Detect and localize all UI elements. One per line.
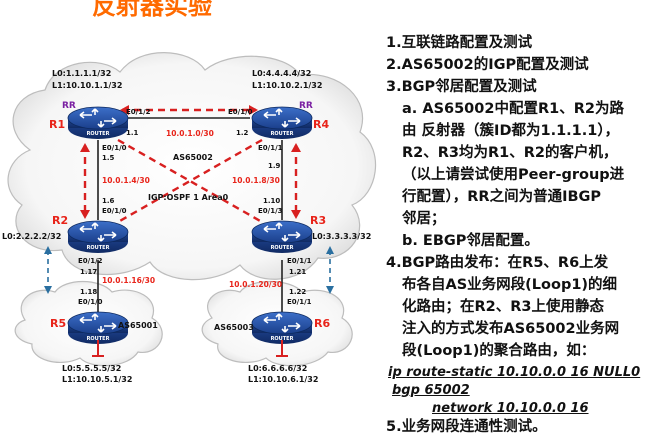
step-4-line1: 4.BGP路由发布：在R5、R6上发	[386, 255, 609, 271]
r4-e010-ip: 1.2	[236, 129, 249, 137]
r3-e013-if: E0/1/3	[258, 207, 283, 215]
r5-e010-ip: 1.18	[80, 288, 97, 296]
step-4-line3: 化路由；在R2、R3上使用静态	[402, 299, 605, 315]
ibgp-sessions	[83, 108, 298, 224]
ebgp-arrows	[44, 246, 334, 294]
r1-e010-if: E0/1/0	[102, 144, 127, 152]
r2-e012-ip: 1.17	[80, 268, 97, 276]
r6-loopback1: L1:10.10.6.1/32	[248, 375, 318, 384]
r3-e011-ip: 1.21	[289, 268, 306, 276]
r1-name: R1	[49, 118, 65, 131]
code-line-bgp: bgp 65002	[392, 383, 470, 398]
step-4-line4: 注入的方式发布AS65002业务网	[402, 321, 620, 337]
net-r1-r2: 10.0.1.4/30	[102, 176, 150, 185]
r2-name: R2	[52, 214, 68, 227]
stub-lines	[92, 340, 288, 357]
r2-loopback0: L0:2.2.2.2/32	[2, 232, 61, 241]
net-r3-r6: 10.0.1.20/30	[229, 280, 282, 289]
net-r4-r3: 10.0.1.8/30	[232, 176, 280, 185]
igp-label: IGP:OSPF 1 Area0	[148, 193, 229, 202]
step-3a-line4: （以上请尝试使用Peer-group进	[402, 167, 625, 183]
r6-device-label: ROUTER	[271, 336, 294, 342]
r1-loopback0: L0:1.1.1.1/32	[52, 69, 111, 78]
net-r2-r5: 10.0.1.16/30	[102, 276, 155, 285]
r5-e010-if: E0/1/0	[78, 298, 103, 306]
r1-device-label: ROUTER	[87, 131, 110, 137]
r6-e011-ip: 1.22	[289, 288, 306, 296]
r3-e011-if: E0/1/1	[287, 257, 312, 265]
r6-loopback0: L0:6.6.6.6/32	[248, 364, 307, 373]
r1-rr-tag: RR	[62, 101, 76, 111]
ebgp-sessions	[47, 250, 331, 290]
physical-links	[97, 117, 283, 312]
r1-e010-ip: 1.5	[102, 154, 115, 162]
step-3a-line1: a. AS65002中配置R1、R2为路	[402, 101, 624, 117]
r6-name: R6	[314, 317, 330, 330]
step-3a-line6: 邻居；	[402, 211, 446, 227]
step-3a-line2: 由 反射器（簇ID都为1.1.1.1），	[402, 123, 620, 139]
r4-e011-ip: 1.9	[268, 162, 281, 170]
r4-loopback0: L0:4.4.4.4/32	[252, 69, 311, 78]
router-r6-icon	[251, 311, 313, 344]
router-r2-icon	[67, 220, 129, 253]
router-r4-icon	[251, 106, 313, 139]
r2-device-label: ROUTER	[87, 245, 110, 251]
r3-loopback0: L0:3.3.3.3/32	[312, 232, 371, 241]
r1-e012-ip: 1.1	[126, 129, 139, 137]
r4-device-label: ROUTER	[271, 131, 294, 137]
r6-e011-if: E0/1/1	[287, 298, 312, 306]
step-3: 3.BGP邻居配置及测试	[386, 79, 537, 95]
r4-e010-if: E0/1/0	[228, 108, 253, 116]
session-arrows	[80, 105, 301, 219]
step-3b: b. EBGP邻居配置。	[402, 233, 539, 249]
r2-e010-if: E0/1/0	[102, 207, 127, 215]
r4-loopback1: L1:10.10.2.1/32	[252, 81, 322, 90]
r2-e010-ip: 1.6	[102, 197, 115, 205]
step-1: 1.互联链路配置及测试	[386, 35, 533, 51]
network-topology-diagram: ROUTER ROUTER ROUTER ROUTER ROUTER ROUTE…	[2, 52, 377, 384]
r1-e012-if: E0/1/2	[126, 108, 151, 116]
r5-loopback1: L1:10.10.5.1/32	[62, 375, 132, 384]
step-3a-line5: 行配置），RR之间为普通IBGP	[402, 189, 602, 205]
core-as-label: AS65002	[173, 153, 213, 162]
code-line-network: network 10.10.0.0 16	[432, 401, 589, 416]
r6-as-label: AS65003	[214, 323, 254, 332]
r4-e011-if: E0/1/1	[258, 144, 283, 152]
r3-name: R3	[310, 214, 326, 227]
code-line-route-static: ip route-static 10.10.0.0 16 NULL0	[388, 365, 641, 380]
router-r3-icon	[251, 220, 313, 253]
r3-device-label: ROUTER	[271, 245, 294, 251]
r5-name: R5	[50, 317, 66, 330]
r4-rr-tag: RR	[299, 101, 313, 111]
step-3a-line3: R2、R3均为R1、R2的客户机，	[402, 145, 618, 161]
step-4-line2: 布各自AS业务网段(Loop1)的细	[402, 277, 618, 293]
step-2: 2.AS65002的IGP配置及测试	[386, 57, 589, 73]
step-5: 5.业务网段连通性测试。	[386, 419, 547, 435]
r1-loopback1: L1:10.10.1.1/32	[52, 81, 122, 90]
r5-as-label: AS65001	[118, 321, 158, 330]
r5-loopback0: L0:5.5.5.5/32	[62, 364, 121, 373]
page-title: 反射器实验	[92, 0, 212, 20]
router-r1-icon	[67, 106, 129, 139]
r3-e013-ip: 1.10	[263, 197, 280, 205]
net-r1-r4: 10.0.1.0/30	[166, 129, 214, 138]
r4-name: R4	[313, 118, 329, 131]
router-r5-icon	[67, 311, 129, 344]
step-4-line5: 段(Loop1)的聚合路由，如：	[402, 343, 596, 359]
r2-e012-if: E0/1/2	[78, 257, 103, 265]
r5-device-label: ROUTER	[87, 336, 110, 342]
